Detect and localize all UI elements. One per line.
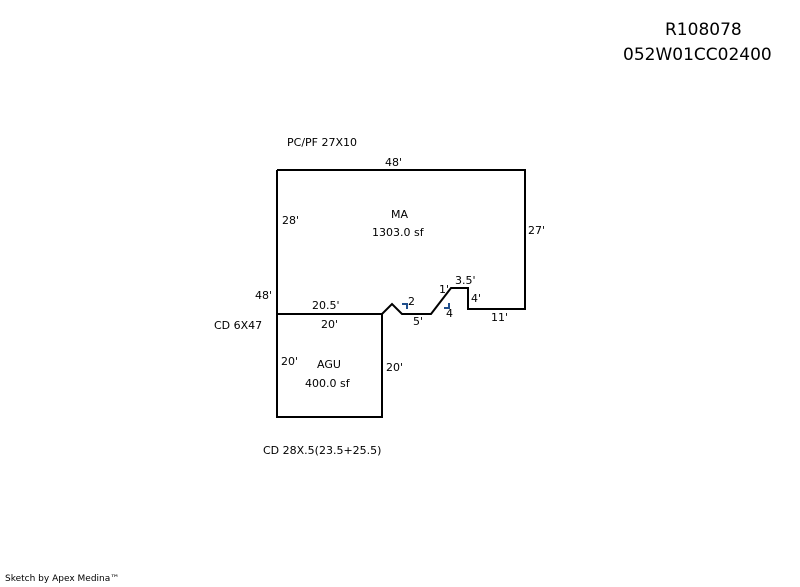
angle-marker-4: 4 [444, 303, 453, 320]
dim-ma-step-short: 1' [439, 283, 449, 296]
parcel-id: R108078 [665, 20, 742, 40]
dim-ma-step-vertical: 4' [471, 292, 481, 305]
area-agu-size: 400.0 sf [305, 377, 351, 390]
map-id: 052W01CC02400 [623, 45, 772, 65]
dim-ma-bottom-left: 20.5' [312, 299, 340, 312]
dim-ma-step-top: 3.5' [455, 274, 476, 287]
area-ma-size: 1303.0 sf [372, 226, 425, 239]
dim-ma-right: 27' [528, 224, 545, 237]
dim-ma-bottom-right: 11' [491, 311, 508, 324]
dim-agu-top: 20' [321, 318, 338, 331]
footer-credit: Sketch by Apex Medina™ [5, 574, 120, 584]
area-ma-code: MA [391, 208, 408, 221]
angle-marker-2-label: 2 [408, 295, 415, 308]
agu-outline [276, 314, 383, 418]
note-top: PC/PF 27X10 [287, 136, 357, 149]
dim-ma-bottom-mid: 5' [413, 315, 423, 328]
angle-marker-2: 2 [402, 295, 415, 309]
dim-agu-right: 20' [386, 361, 403, 374]
note-bottom: CD 28X.5(23.5+25.5) [263, 444, 381, 457]
ma-outline [276, 169, 526, 315]
dim-ma-left-upper: 28' [282, 214, 299, 227]
note-left: CD 6X47 [214, 319, 262, 332]
angle-marker-4-label: 4 [446, 307, 453, 320]
dim-ma-top: 48' [385, 156, 402, 169]
area-agu-code: AGU [317, 358, 341, 371]
dim-ma-left-outer: 48' [255, 289, 272, 302]
dim-agu-left: 20' [281, 355, 298, 368]
